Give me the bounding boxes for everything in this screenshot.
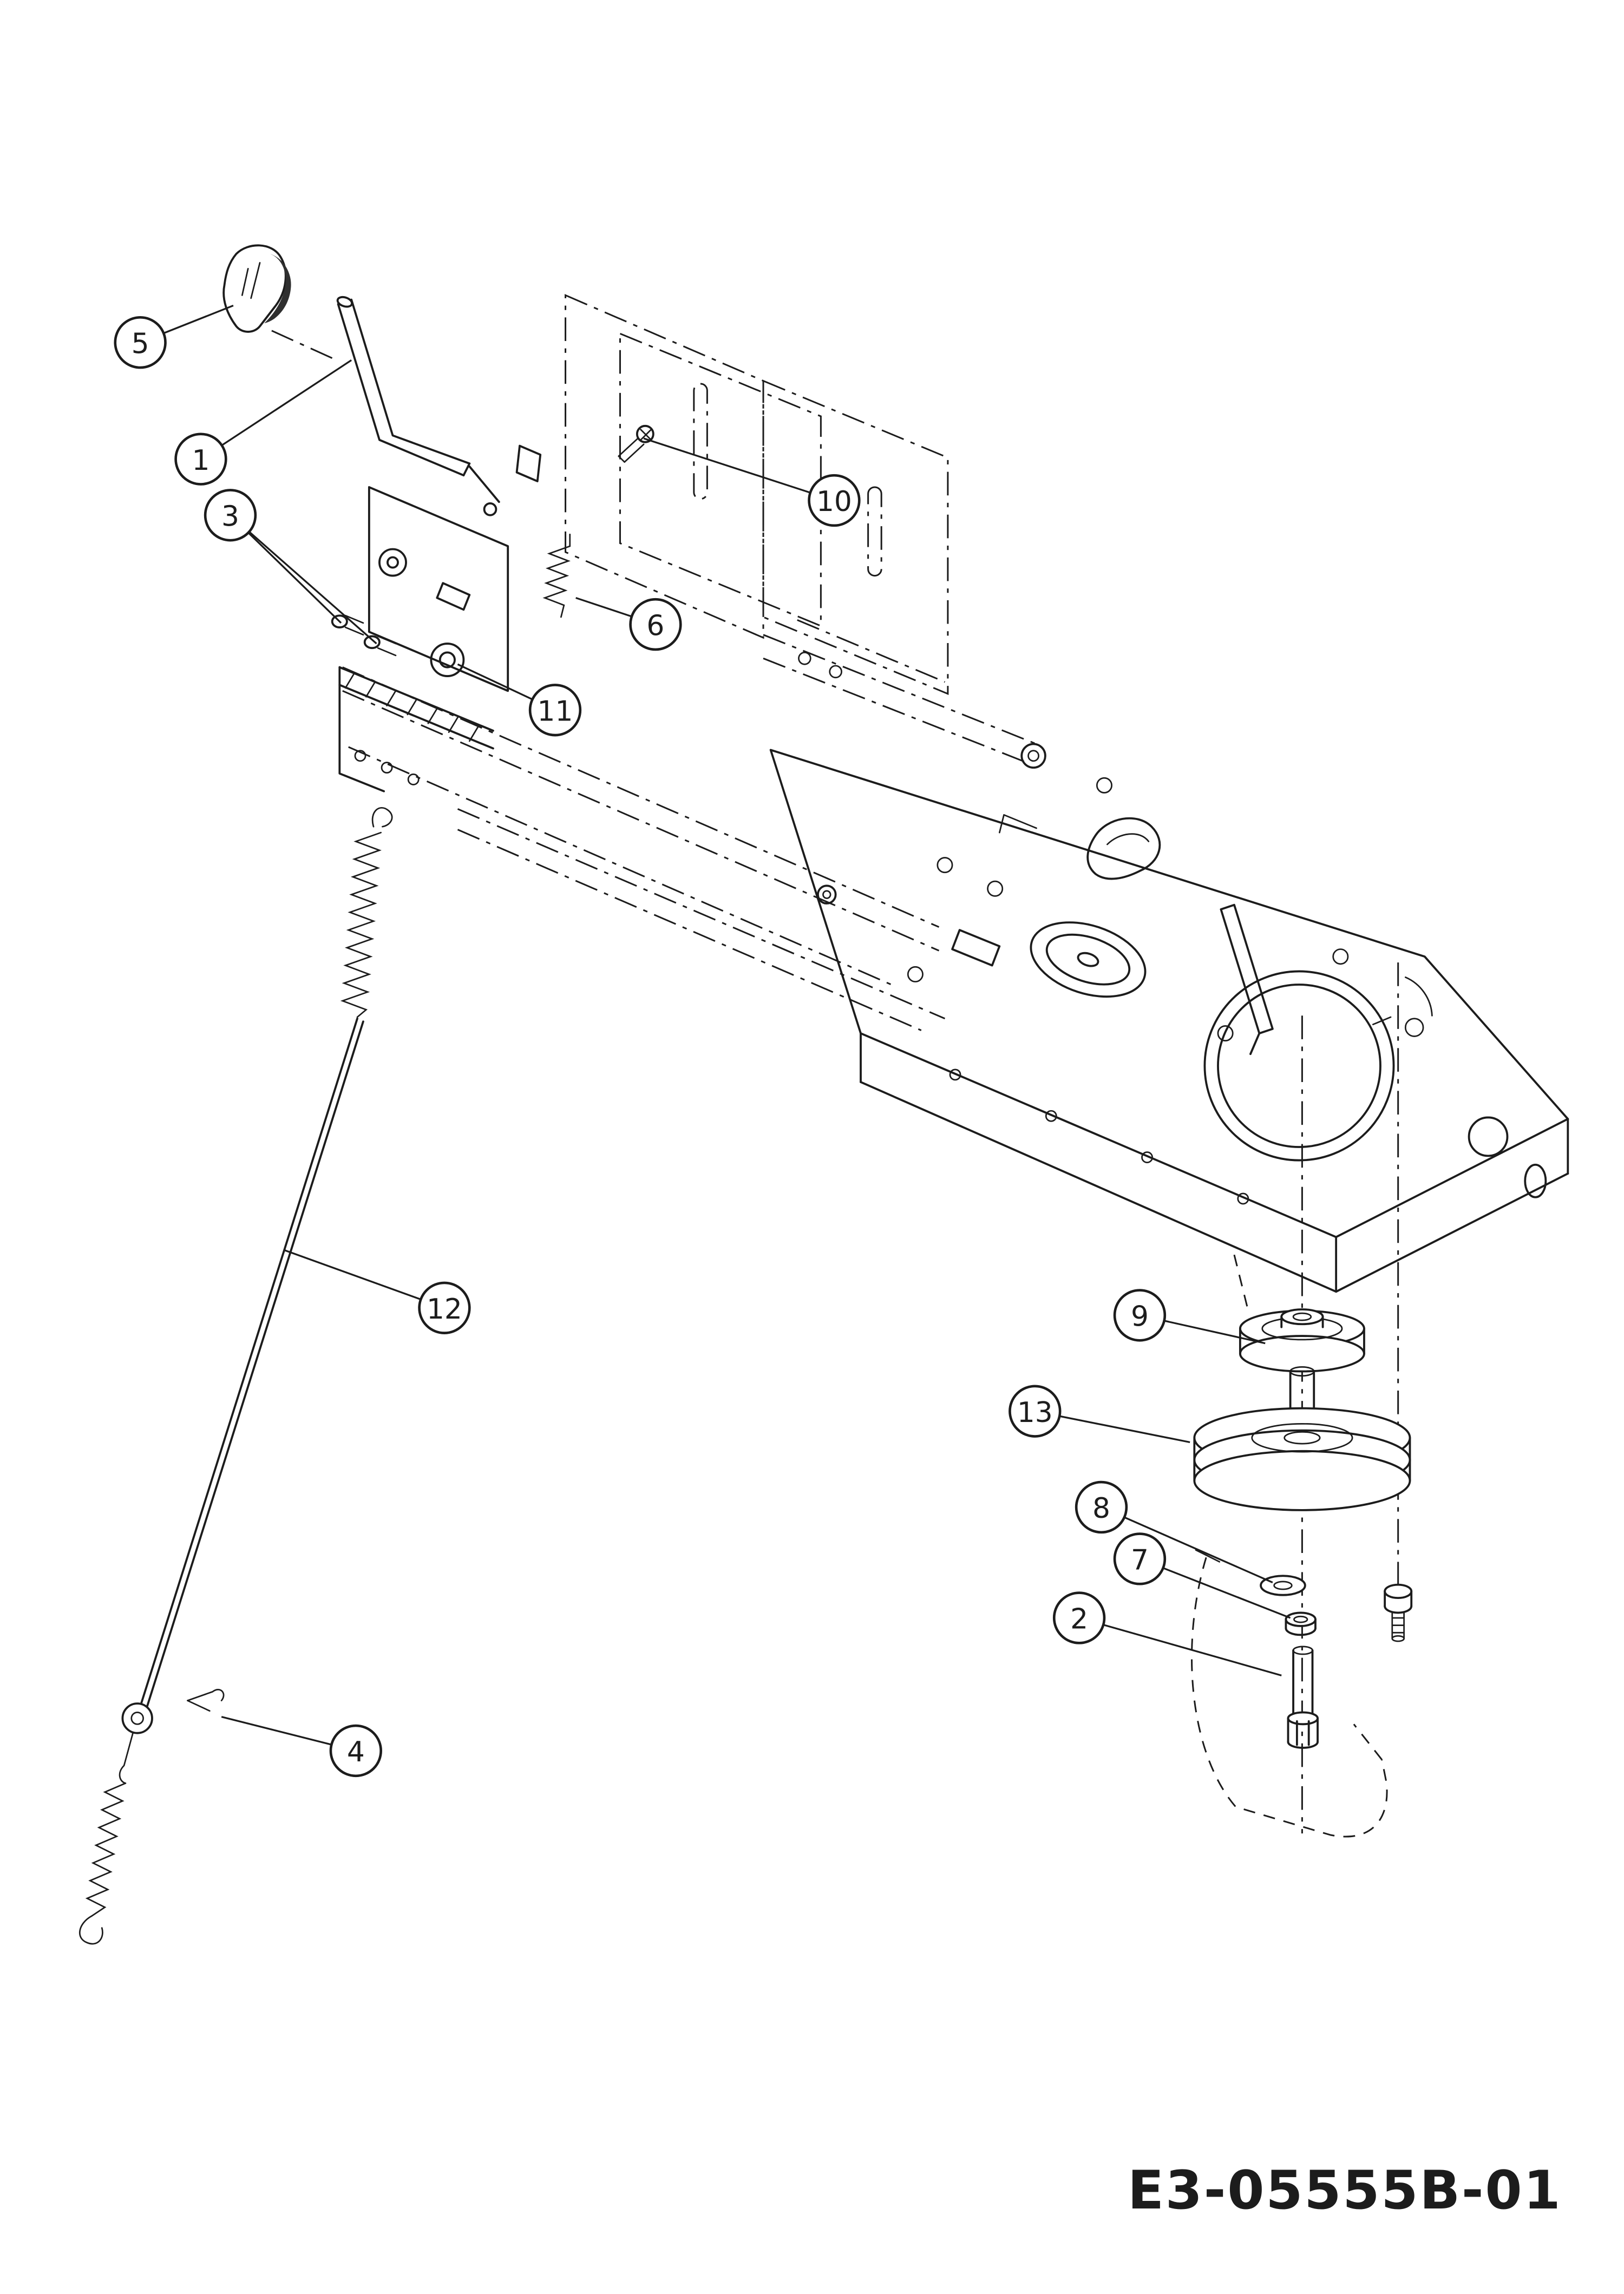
- callout-circle-3[interactable]: [204, 489, 257, 542]
- callout-leader-2: [1079, 1617, 1282, 1676]
- callout-label-5: 5: [132, 327, 149, 360]
- callout-label-12: 12: [427, 1293, 462, 1326]
- callout-label-9: 9: [1131, 1301, 1149, 1333]
- carriage-bolts: [331, 614, 397, 657]
- panel-screw: [618, 424, 654, 463]
- pulley-stack: [1191, 962, 1413, 1838]
- spindle-opening: [1203, 970, 1395, 1162]
- callout-6[interactable]: 6: [629, 598, 682, 651]
- callout-2[interactable]: 2: [1052, 1591, 1106, 1644]
- callout-label-8: 8: [1092, 1492, 1110, 1525]
- callout-label-3: 3: [221, 501, 239, 533]
- upper-bracket-assembly: [222, 244, 654, 692]
- hex-bolt: [1384, 1583, 1413, 1642]
- callout-circle-5[interactable]: [114, 316, 167, 369]
- callout-circle-10[interactable]: [808, 474, 861, 527]
- cable-lower-spring: [85, 1782, 127, 1917]
- callout-leader-8: [1101, 1506, 1273, 1584]
- cotter-pin: [187, 1689, 225, 1712]
- lever-spring: [542, 533, 571, 618]
- callout-leader-12: [284, 1249, 445, 1309]
- callout-label-13: 13: [1017, 1397, 1053, 1429]
- callout-leader-7: [1139, 1558, 1291, 1619]
- cable-upper-spring: [340, 831, 382, 1018]
- callout-5[interactable]: 5: [114, 316, 167, 369]
- callout-11[interactable]: 11: [528, 684, 582, 737]
- callout-circle-11[interactable]: [528, 684, 582, 737]
- callout-leader-3: [230, 514, 377, 645]
- callout-3[interactable]: 3: [204, 489, 257, 542]
- callout-circle-2[interactable]: [1052, 1591, 1106, 1644]
- callout-13[interactable]: 13: [1009, 1385, 1062, 1438]
- callout-circle-4[interactable]: [329, 1724, 382, 1778]
- callout-circle-12[interactable]: [418, 1281, 471, 1334]
- callout-circle-6[interactable]: [629, 598, 682, 651]
- callout-circle-1[interactable]: [174, 432, 227, 486]
- callout-label-2: 2: [1070, 1603, 1088, 1636]
- lock-nut: [1285, 1611, 1317, 1636]
- callout-1[interactable]: 1: [174, 432, 227, 486]
- engagement-pulley: [1239, 1308, 1365, 1373]
- pivot-bracket: [368, 444, 542, 692]
- callout-leader-lines: [140, 305, 1291, 1752]
- callout-12[interactable]: 12: [418, 1281, 471, 1334]
- callout-leader-10: [643, 437, 835, 502]
- spring-bottom-hook: [78, 1915, 103, 1945]
- callout-circle-9[interactable]: [1113, 1289, 1167, 1342]
- callout-bubbles: 5 13 10 6 11 12 4 9 13 87 2: [114, 316, 1167, 1778]
- control-rod: [336, 296, 500, 516]
- callout-8[interactable]: 8: [1075, 1480, 1128, 1534]
- callout-4[interactable]: 4: [329, 1724, 382, 1778]
- callout-label-11: 11: [538, 695, 573, 727]
- callout-label-7: 7: [1131, 1544, 1149, 1577]
- frame-deck-plate: [769, 743, 1569, 1293]
- callout-9[interactable]: 9: [1113, 1289, 1167, 1342]
- callout-circle-8[interactable]: [1075, 1480, 1128, 1534]
- callout-label-1: 1: [192, 444, 209, 477]
- callout-label-4: 4: [347, 1736, 365, 1768]
- callout-10[interactable]: 10: [808, 474, 861, 527]
- cable-top-hook: [371, 807, 393, 828]
- engagement-knob: [222, 244, 291, 333]
- clutch-cable-assembly: [78, 807, 393, 1945]
- flat-washer: [1260, 1575, 1306, 1596]
- knob-rod-centerline: [271, 330, 337, 361]
- shoulder-bolt: [1287, 1646, 1319, 1749]
- callout-leader-1: [200, 359, 352, 460]
- chassis-frame-lines: [338, 294, 1250, 1314]
- cable-end-ferrule: [121, 1702, 153, 1734]
- deck-pulley: [1193, 1407, 1411, 1511]
- callout-7[interactable]: 7: [1113, 1532, 1167, 1585]
- callout-label-6: 6: [646, 609, 664, 642]
- callout-label-10: 10: [816, 486, 852, 518]
- cable-wire: [139, 1017, 358, 1708]
- callout-circle-13[interactable]: [1009, 1385, 1062, 1438]
- belt-keeper-rod: [1191, 1557, 1388, 1838]
- callout-circle-7[interactable]: [1113, 1532, 1167, 1585]
- drawing-number: E3-05555B-01: [1128, 2160, 1562, 2221]
